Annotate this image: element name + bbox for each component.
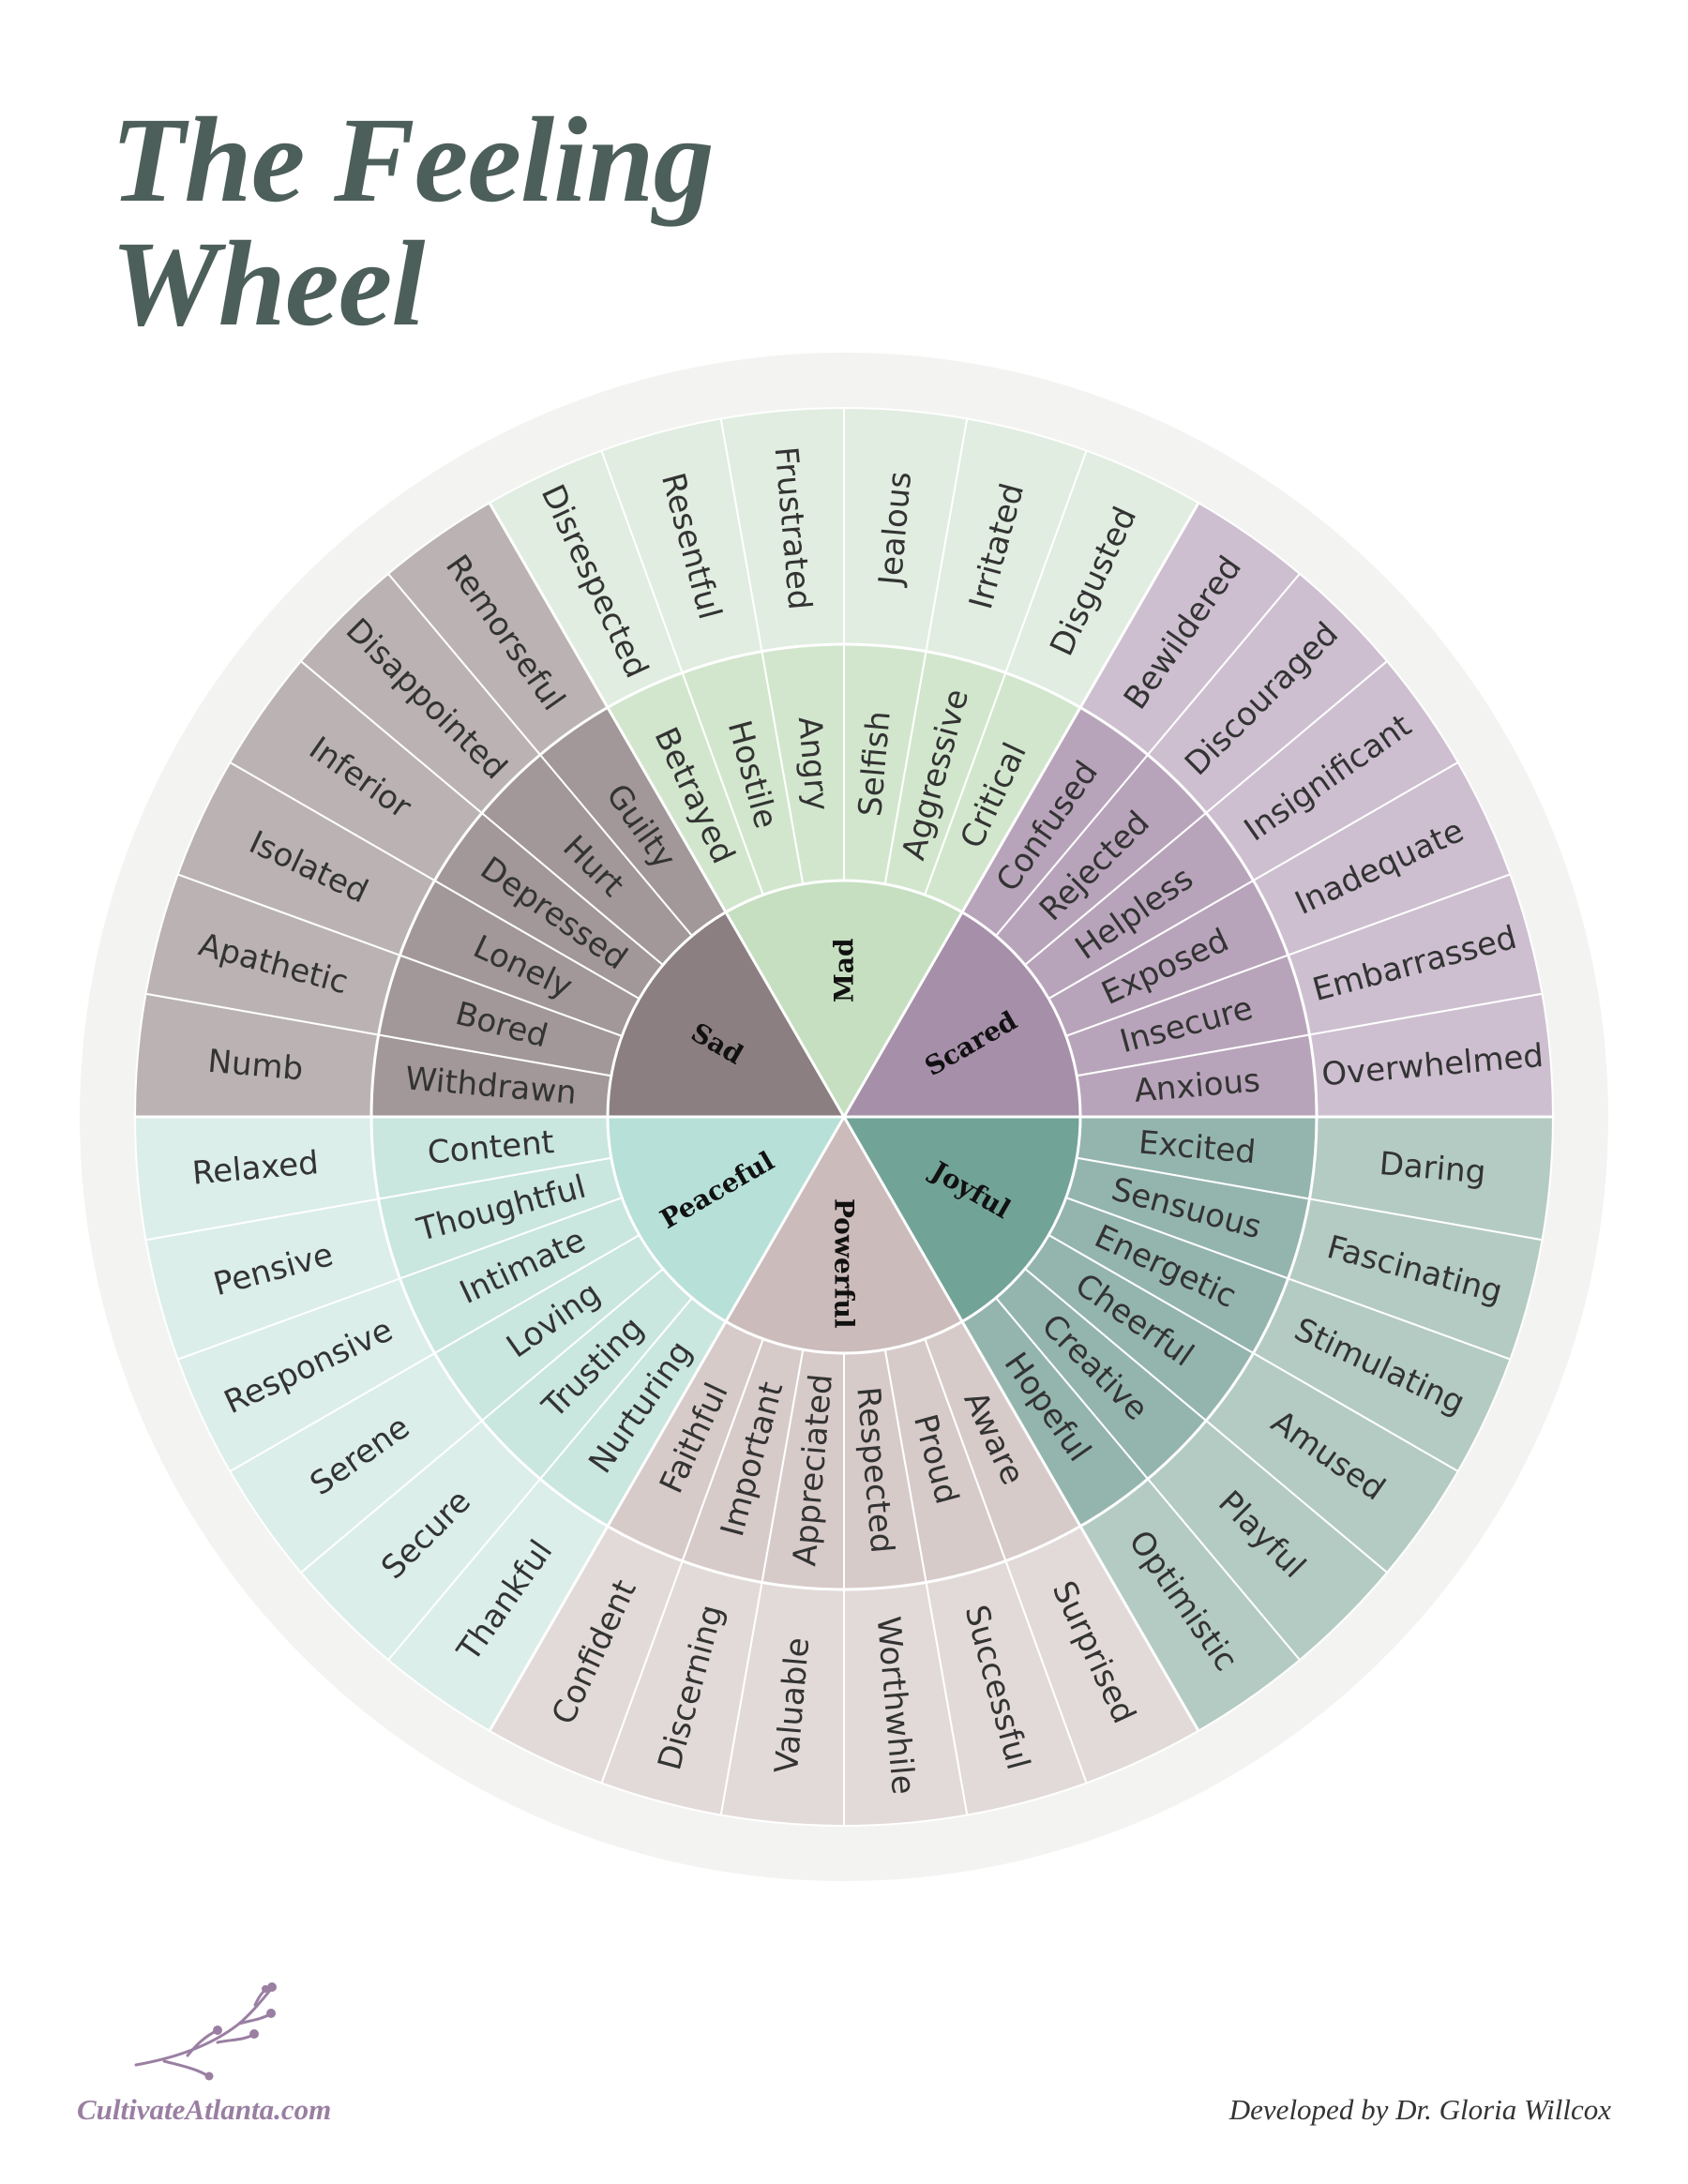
branch-sprig-icon xyxy=(134,1982,277,2081)
core-ring-border xyxy=(606,879,1082,1355)
title-line-1: The Feeling xyxy=(111,93,715,228)
title-line-2: Wheel xyxy=(111,217,425,352)
outer-label-daring: Daring xyxy=(1378,1145,1487,1192)
section-divider xyxy=(488,1116,846,1732)
brand-link[interactable]: CultivateAtlanta.com xyxy=(77,2093,332,2126)
core-label-powerful: Powerful xyxy=(829,1198,860,1329)
section-divider xyxy=(842,502,1200,1118)
section-divider xyxy=(842,1116,1200,1732)
core-label-mad: Mad xyxy=(829,938,860,1002)
middle-label-selfish: Selfish xyxy=(852,710,898,819)
middle-label-angry: Angry xyxy=(791,715,836,813)
page-title: The Feeling Wheel xyxy=(111,93,715,352)
outer-label-numb: Numb xyxy=(206,1043,305,1089)
section-divider xyxy=(488,502,846,1118)
middle-ring-border xyxy=(369,642,1319,1591)
credit-text: Developed by Dr. Gloria Willcox xyxy=(1228,2093,1611,2126)
wheel-segments xyxy=(133,406,1555,1828)
